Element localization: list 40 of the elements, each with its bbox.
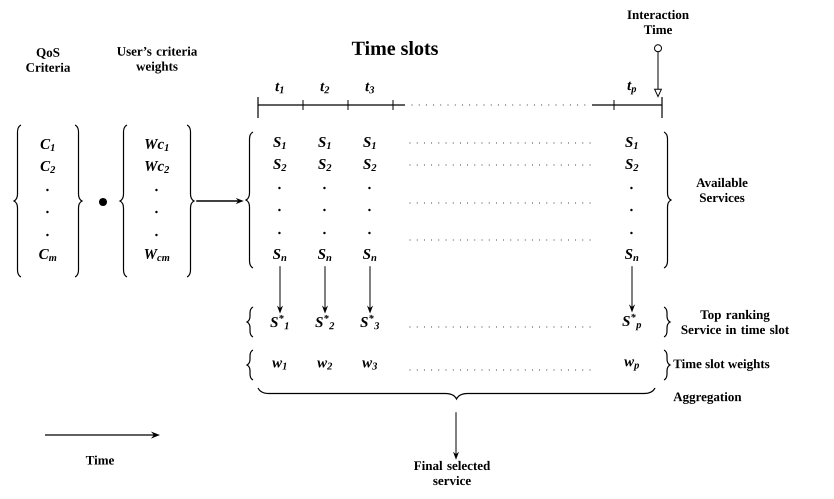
slot-label: t$_{2}$ (320, 82, 330, 94)
service-column: S$_{1}$ S$_{2}$ . . . S$_{n}$ (362, 136, 376, 262)
slot-label: t$_{3}$ (366, 82, 374, 94)
node-label: Wc$_{2}$ (145, 161, 170, 173)
node-label: . (155, 234, 158, 236)
slot-label: t$_{1}$ (276, 82, 284, 94)
node-label: . (155, 188, 158, 192)
side-label: Top ranking Service in time slot (682, 310, 790, 334)
axis-label: Time (86, 455, 114, 465)
node-label: . (155, 210, 158, 214)
node-label: C$_{2}$ (40, 160, 56, 174)
node-label: . (46, 234, 49, 236)
side-label: Time slot weights (673, 359, 770, 371)
node-label: W$_{cm}$ (144, 248, 170, 262)
top-service: S$^{*}$p (622, 314, 642, 330)
vector-heading: QoS Criteria (26, 48, 70, 72)
column-vector: Wc$_{1}$ Wc$_{2}$ . . . W$_{cm}$ (119, 124, 195, 278)
top-service: S$^{*}$2 (315, 314, 334, 330)
service-column: S$_{1}$ S$_{2}$ . . . S$_{n}$ (272, 136, 286, 262)
side-label: Aggregation (673, 392, 742, 404)
caption-text: Interaction Time (627, 10, 689, 34)
node-label: C$_{1}$ (40, 138, 54, 152)
slot-label: t$_{p}$ (628, 82, 636, 94)
column-vector: C$_{1}$ C$_{2}$ . . . C$_{m}$ (13, 124, 83, 278)
result-text: Final selected service (414, 460, 490, 486)
service-column: S$_{1}$ S$_{2}$ . . . S$_{n}$ (624, 136, 638, 262)
node-label: . (46, 188, 49, 192)
heading: Time slots (352, 40, 438, 56)
slot-weight: w$_{3}$ (362, 360, 378, 370)
slot-weight: w$_{p}$ (624, 359, 640, 371)
slot-weight: w$_{2}$ (317, 360, 332, 370)
slot-weight: w$_{1}$ (272, 360, 286, 370)
top-service: S$^{*}$3 (360, 314, 380, 330)
side-label: Available Services (696, 178, 748, 202)
node-label: C$_{m}$ (39, 248, 56, 262)
service-column: S$_{1}$ S$_{2}$ . . . S$_{n}$ (318, 136, 332, 262)
vector-heading: User’s criteria weights (117, 46, 198, 74)
node-label: Wc$_{1}$ (145, 139, 168, 151)
node-label: . (46, 210, 49, 214)
top-service: S$^{*}$1 (270, 314, 288, 330)
